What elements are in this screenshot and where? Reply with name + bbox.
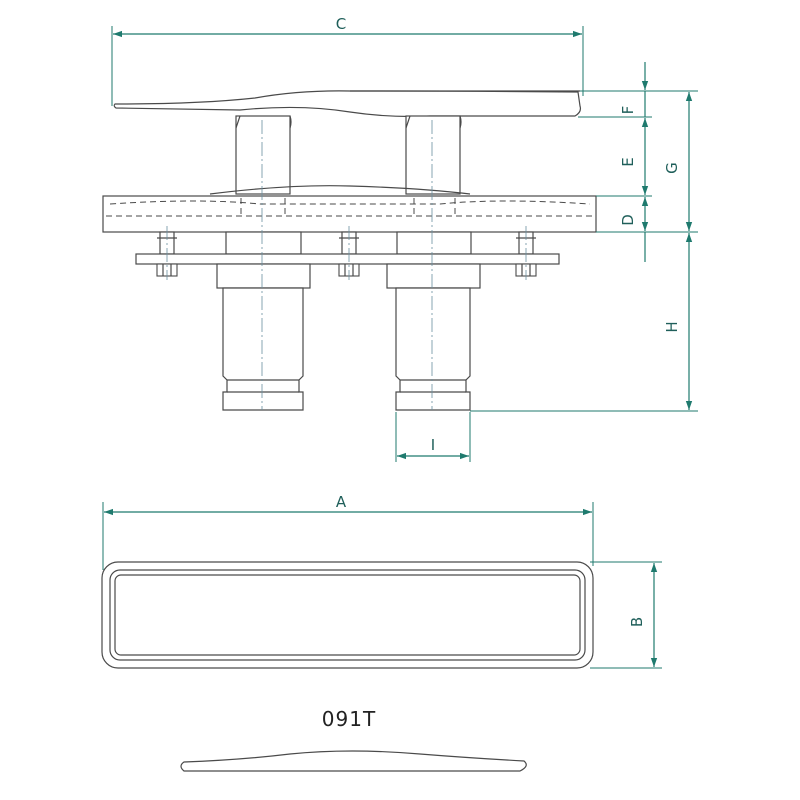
dim-a-extensions	[102, 502, 594, 570]
base-hidden-top	[109, 200, 591, 205]
dim-b-label: B	[628, 617, 646, 627]
left-post	[235, 115, 291, 195]
right-tube-collar	[386, 263, 481, 289]
left-socket-upper	[225, 231, 302, 255]
top-view: A B	[101, 493, 662, 669]
dim-c-label: C	[336, 15, 346, 33]
base-outline-recess	[114, 574, 581, 656]
bolt-centerlines	[166, 226, 527, 280]
dim-d-label: D	[619, 214, 637, 226]
backing-plate	[135, 253, 560, 265]
right-socket-upper	[396, 231, 472, 255]
side-view	[102, 90, 597, 411]
nut-faces	[162, 264, 531, 276]
side-view-dimensions: C F E D G H I	[111, 15, 698, 462]
dim-g-label: G	[663, 162, 681, 174]
left-tube-collar	[216, 263, 311, 289]
cleat-profile-view	[180, 750, 527, 772]
dim-i-label: I	[431, 436, 435, 454]
dim-a-label: A	[336, 493, 347, 511]
base-plate	[102, 195, 597, 233]
cleat-top-bar	[113, 90, 582, 118]
dim-i-extensions	[395, 412, 471, 462]
dim-b-extensions	[590, 561, 662, 669]
base-dome	[209, 185, 471, 195]
post-fillets	[235, 115, 462, 129]
base-outline-inner	[109, 569, 586, 661]
dim-e-label: E	[619, 157, 637, 166]
model-number: 091T	[322, 707, 376, 731]
right-post	[405, 115, 461, 195]
dim-c-extensions	[111, 26, 584, 106]
base-outline-outer	[101, 561, 594, 669]
left-tube-groove	[227, 379, 299, 393]
right-tube-groove	[400, 379, 466, 393]
dim-f-label: F	[619, 106, 637, 115]
dim-h-label: H	[663, 321, 681, 332]
